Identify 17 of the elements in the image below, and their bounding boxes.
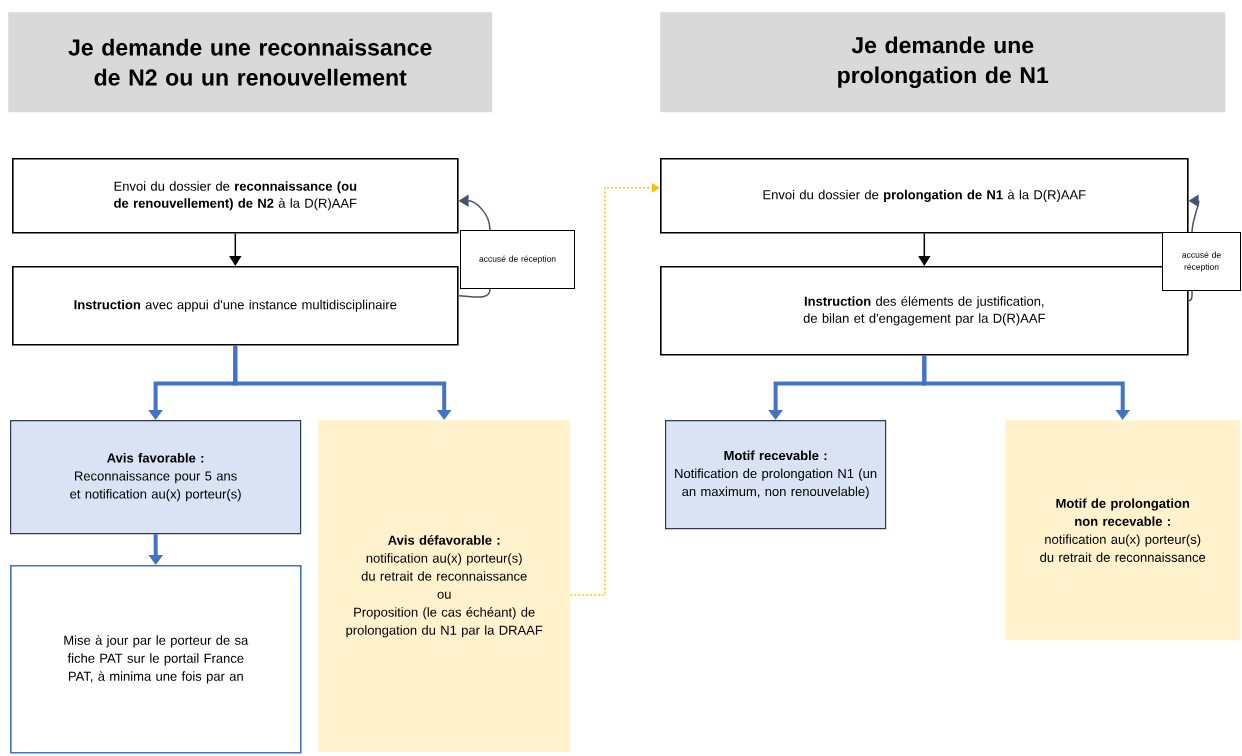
process-box: Envoi du dossier de prolongation de N1 à la D(R)AAF — [660, 158, 1189, 234]
result-box: Motif de prolongation non recevable : notification au(x) porteur(s) du retrait de reconnaissance — [1005, 420, 1241, 641]
arrow — [569, 183, 660, 596]
process-box: Instruction avec appui d'une instance multidisciplinaire — [12, 266, 459, 346]
process-box: Mise à jour par le porteur de sa fiche PAT sur le portail France PAT, à minima une fois par an — [10, 565, 302, 754]
result-box: Avis défavorable : notification au(x) porteur(s) du retrait de reconnaissance ou Proposition (le cas échéant) de prolongation du N1 par la DRAAF — [318, 420, 571, 753]
result-box: Motif recevable : Notification de prolongation N1 (un an maximum, non renouvelable) — [665, 420, 887, 530]
result-box: Avis favorable : Reconnaissance pour 5 ans et notification au(x) porteur(s) — [10, 420, 302, 535]
note-box: accusé de réception — [460, 230, 575, 289]
arrow — [918, 232, 931, 266]
arrow — [922, 355, 1131, 420]
heading-band: Je demande une reconnaissance de N2 ou un renouvellement — [8, 12, 493, 113]
heading-band: Je demande une prolongation de N1 — [660, 12, 1226, 113]
process-box: Envoi du dossier de reconnaissance (ou de renouvellement) de N2 à la D(R)AAF — [12, 158, 459, 234]
note-box: accusé de réception — [1162, 232, 1241, 291]
arrow — [229, 232, 242, 266]
arrow — [233, 345, 452, 420]
